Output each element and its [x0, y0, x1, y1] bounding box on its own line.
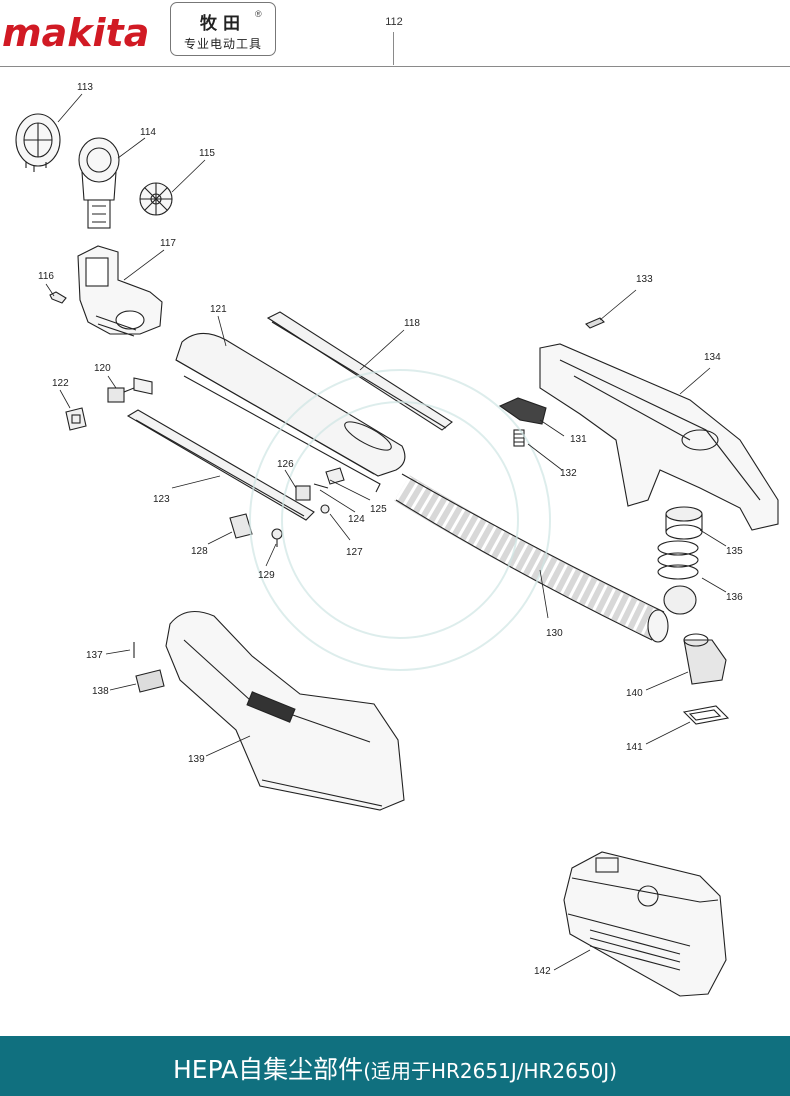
brand-badge: 牧田 ® 专业电动工具 [170, 2, 276, 56]
svg-text:makita: makita [2, 14, 149, 52]
brand-name-cn: 牧田 [200, 14, 246, 34]
part-114-inlet-connector [78, 137, 120, 229]
callout-131: 131 [570, 434, 587, 445]
footer-title: HEPA自集尘部件(适用于HR2651J/HR2650J) [0, 1050, 790, 1086]
callout-labels: 113 114 115 116 117 118 120 121 122 123 … [38, 82, 743, 977]
part-142-dust-box [563, 851, 727, 997]
registered-mark: ® [255, 9, 262, 19]
header-divider [393, 32, 394, 65]
callout-140: 140 [626, 688, 643, 699]
part-133-screw [585, 317, 605, 329]
callout-120: 120 [94, 363, 111, 374]
page-footer: HEPA自集尘部件(适用于HR2651J/HR2650J) [0, 1036, 790, 1096]
part-128-lock [229, 513, 253, 539]
callout-141: 141 [626, 742, 643, 753]
callout-117: 117 [160, 238, 176, 249]
store-watermark [249, 369, 551, 671]
callout-123: 123 [153, 494, 170, 505]
callout-128: 128 [191, 546, 208, 557]
callout-129: 129 [258, 570, 275, 581]
part-123-lower-rail [126, 409, 315, 521]
callout-136: 136 [726, 592, 743, 603]
part-120-clip [107, 377, 153, 403]
callout-126: 126 [277, 459, 294, 470]
callout-114: 114 [140, 127, 156, 138]
callout-125: 125 [370, 504, 387, 515]
leader-lines [45, 93, 727, 971]
part-129-screw [271, 528, 283, 547]
callout-121: 121 [210, 304, 227, 315]
callout-127: 127 [346, 547, 363, 558]
part-130-flex-hose [394, 473, 669, 643]
part-117-outlet-housing [77, 245, 163, 337]
footer-title-sub: (适用于HR2651J/HR2650J) [363, 1059, 617, 1083]
part-135-seal-cap [665, 506, 703, 540]
callout-130: 130 [546, 628, 563, 639]
callout-137: 137 [86, 650, 103, 661]
makita-logo: makita [2, 14, 149, 52]
part-125-plate [325, 467, 345, 485]
part-141-gasket [682, 705, 730, 725]
part-127-cap [320, 504, 330, 514]
part-124-spring-pin [313, 483, 329, 489]
callout-132: 132 [560, 468, 577, 479]
callout-135: 135 [726, 546, 743, 557]
callout-133: 133 [636, 274, 653, 285]
part-126-button [295, 485, 311, 501]
callout-113: 113 [77, 82, 93, 93]
callout-115: 115 [199, 148, 215, 159]
callout-122: 122 [52, 378, 69, 389]
page-header: makita 牧田 ® 专业电动工具 112 [0, 0, 790, 67]
callout-124: 124 [348, 514, 365, 525]
callout-118: 118 [404, 318, 420, 329]
sheet-number: 112 [385, 16, 403, 28]
part-136-bellows [657, 540, 699, 615]
part-116-screw [49, 291, 67, 304]
callout-138: 138 [92, 686, 109, 697]
callout-134: 134 [704, 352, 721, 363]
footer-title-main: HEPA自集尘部件 [173, 1055, 364, 1084]
callout-116: 116 [38, 271, 54, 282]
part-139-lower-housing [165, 610, 405, 811]
brand-subtitle: 专业电动工具 [183, 37, 262, 51]
part-122-latch [65, 407, 87, 431]
part-121-dust-duct [175, 332, 406, 493]
part-131-switch [498, 397, 547, 425]
exploded-parts-diagram: 113 114 115 116 117 118 120 121 122 123 … [15, 82, 779, 997]
callout-139: 139 [188, 754, 205, 765]
part-113-ring-cover [15, 113, 61, 172]
part-115-filter-disc [139, 182, 173, 216]
part-138-label [135, 669, 165, 693]
callout-142: 142 [534, 966, 551, 977]
part-134-upper-housing [539, 343, 779, 531]
part-140-elbow [683, 633, 727, 685]
